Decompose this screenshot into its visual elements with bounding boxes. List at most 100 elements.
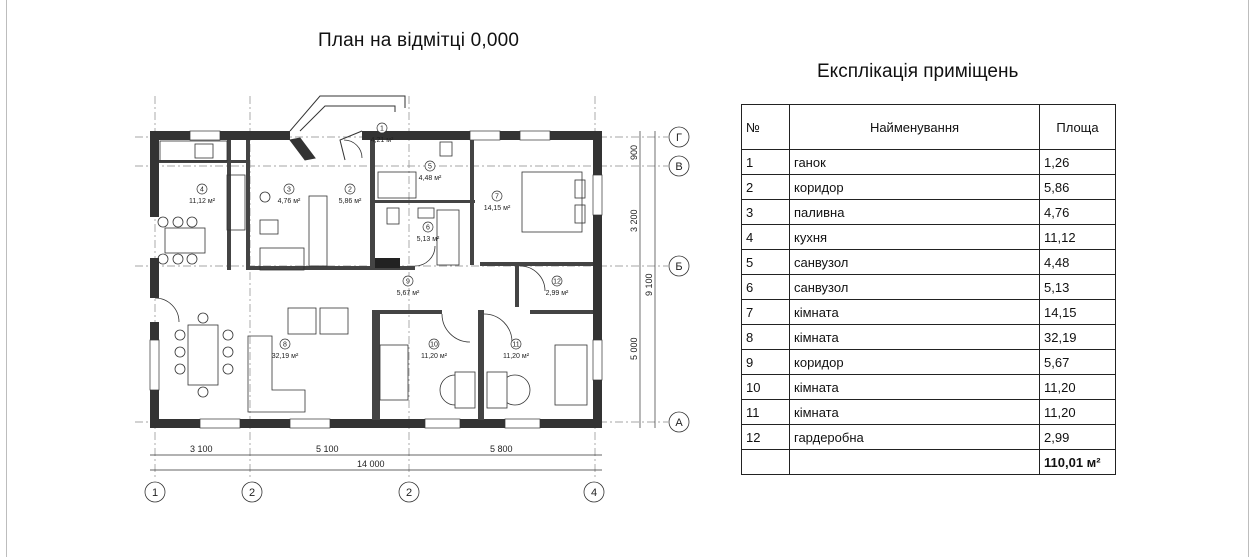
room-marker: 7 14,15 м²	[484, 190, 511, 212]
axis-label: Г	[676, 132, 682, 144]
axis-bubble	[398, 481, 420, 503]
dim-bottom-total: 14 000	[357, 459, 385, 469]
room-number-cell: 9	[741, 349, 790, 375]
room-number-cell: 2	[741, 174, 790, 200]
room-area: 5,67 м²	[397, 290, 420, 297]
room-marker: 8 32,19 м²	[272, 338, 299, 360]
room-marker: 14,21 м²	[371, 122, 394, 144]
room-name-cell: кімната	[789, 399, 1040, 425]
room-number-cell: 12	[741, 424, 790, 450]
room-area: 11,20 м²	[503, 353, 530, 360]
room-area: 4,76 м²	[278, 198, 301, 205]
room-number-cell: 8	[741, 324, 790, 350]
dim-right-1: 900	[629, 145, 639, 160]
room-marker: 2 5,86 м²	[339, 183, 362, 205]
dim-bottom-2: 5 100	[316, 444, 339, 454]
table-header-row: № Найменування Площа	[741, 104, 1116, 150]
room-number: 8	[283, 342, 287, 349]
room-area-cell: 5,13	[1039, 274, 1116, 300]
room-number-cell: 4	[741, 224, 790, 250]
room-number-cell: 1	[741, 149, 790, 175]
room-name-cell: кімната	[789, 324, 1040, 350]
axis-label: 1	[152, 487, 158, 499]
room-marker: 54,48 м²	[419, 160, 442, 182]
room-area: 32,19 м²	[272, 353, 299, 360]
dim-bottom-3: 5 800	[490, 444, 513, 454]
axis-bubble	[668, 126, 690, 148]
axis-bubble	[583, 481, 605, 503]
sheet-border-left	[6, 0, 7, 557]
room-name-cell: ганок	[789, 149, 1040, 175]
room-number: 12	[553, 279, 561, 286]
porch	[289, 95, 406, 161]
room-area-cell: 5,67	[1039, 349, 1116, 375]
room-number-cell: 11	[741, 399, 790, 425]
room-area: 14,15 м²	[484, 205, 511, 212]
header-name: Найменування	[789, 104, 1040, 150]
room-number: 7	[495, 194, 499, 201]
room-name-cell: коридор	[789, 174, 1040, 200]
room-area-cell: 14,15	[1039, 299, 1116, 325]
room-number: 1	[380, 126, 384, 133]
axis-label: 2	[406, 487, 412, 499]
room-number: 2	[348, 187, 352, 194]
interior-walls	[159, 140, 593, 420]
dimension-lines	[150, 131, 656, 471]
room-area-cell: 1,26	[1039, 149, 1116, 175]
room-markers: 14,21 м² 2 5,86 м² 3 4,76 м² 411,12 м² 54,48 м…	[189, 122, 569, 360]
room-area-cell: 2,99	[1039, 424, 1116, 450]
room-area-cell: 32,19	[1039, 324, 1116, 350]
room-area: 5,86 м²	[339, 198, 362, 205]
dim-bottom-1: 3 100	[190, 444, 213, 454]
furniture	[157, 140, 588, 413]
axis-label: В	[675, 161, 682, 173]
room-number-cell: 3	[741, 199, 790, 225]
room-number-cell: 7	[741, 299, 790, 325]
room-number: 3	[287, 187, 291, 194]
room-number-cell: 6	[741, 274, 790, 300]
room-area-cell: 11,12	[1039, 224, 1116, 250]
axis-bubble	[668, 255, 690, 277]
total-area-cell: 110,01 м²	[1039, 449, 1116, 475]
axis-bubble	[668, 411, 690, 433]
room-name-cell: кімната	[789, 374, 1040, 400]
room-name-cell: коридор	[789, 349, 1040, 375]
header-number: №	[741, 104, 790, 150]
room-marker: 3 4,76 м²	[278, 183, 301, 205]
dim-right-2: 3 200	[629, 209, 639, 232]
room-area-cell: 11,20	[1039, 399, 1116, 425]
room-area: 11,20 м²	[421, 353, 448, 360]
room-area: 11,12 м²	[189, 198, 216, 205]
room-name-cell: санвузол	[789, 274, 1040, 300]
room-area-cell: 5,86	[1039, 174, 1116, 200]
room-area-cell: 4,48	[1039, 249, 1116, 275]
dim-right-3: 5 000	[629, 337, 639, 360]
header-area: Площа	[1039, 104, 1116, 150]
room-marker: 65,13 м²	[417, 221, 440, 243]
room-marker: 9 5,67 м²	[397, 275, 420, 297]
room-number: 9	[406, 279, 410, 286]
room-name-cell: паливна	[789, 199, 1040, 225]
dim-right-total: 9 100	[644, 273, 654, 296]
axis-bubble	[144, 481, 166, 503]
room-marker: 122,99 м²	[546, 275, 569, 297]
room-number-cell: 5	[741, 249, 790, 275]
dimension-labels: 3 100 5 100 5 800 14 000 900 3 200 5 000…	[190, 145, 654, 469]
room-number-cell: 10	[741, 374, 790, 400]
outer-walls	[149, 130, 603, 429]
doors	[154, 139, 546, 343]
table-total-row: 110,01 м²	[741, 449, 1116, 475]
room-marker: 411,12 м²	[189, 183, 216, 205]
